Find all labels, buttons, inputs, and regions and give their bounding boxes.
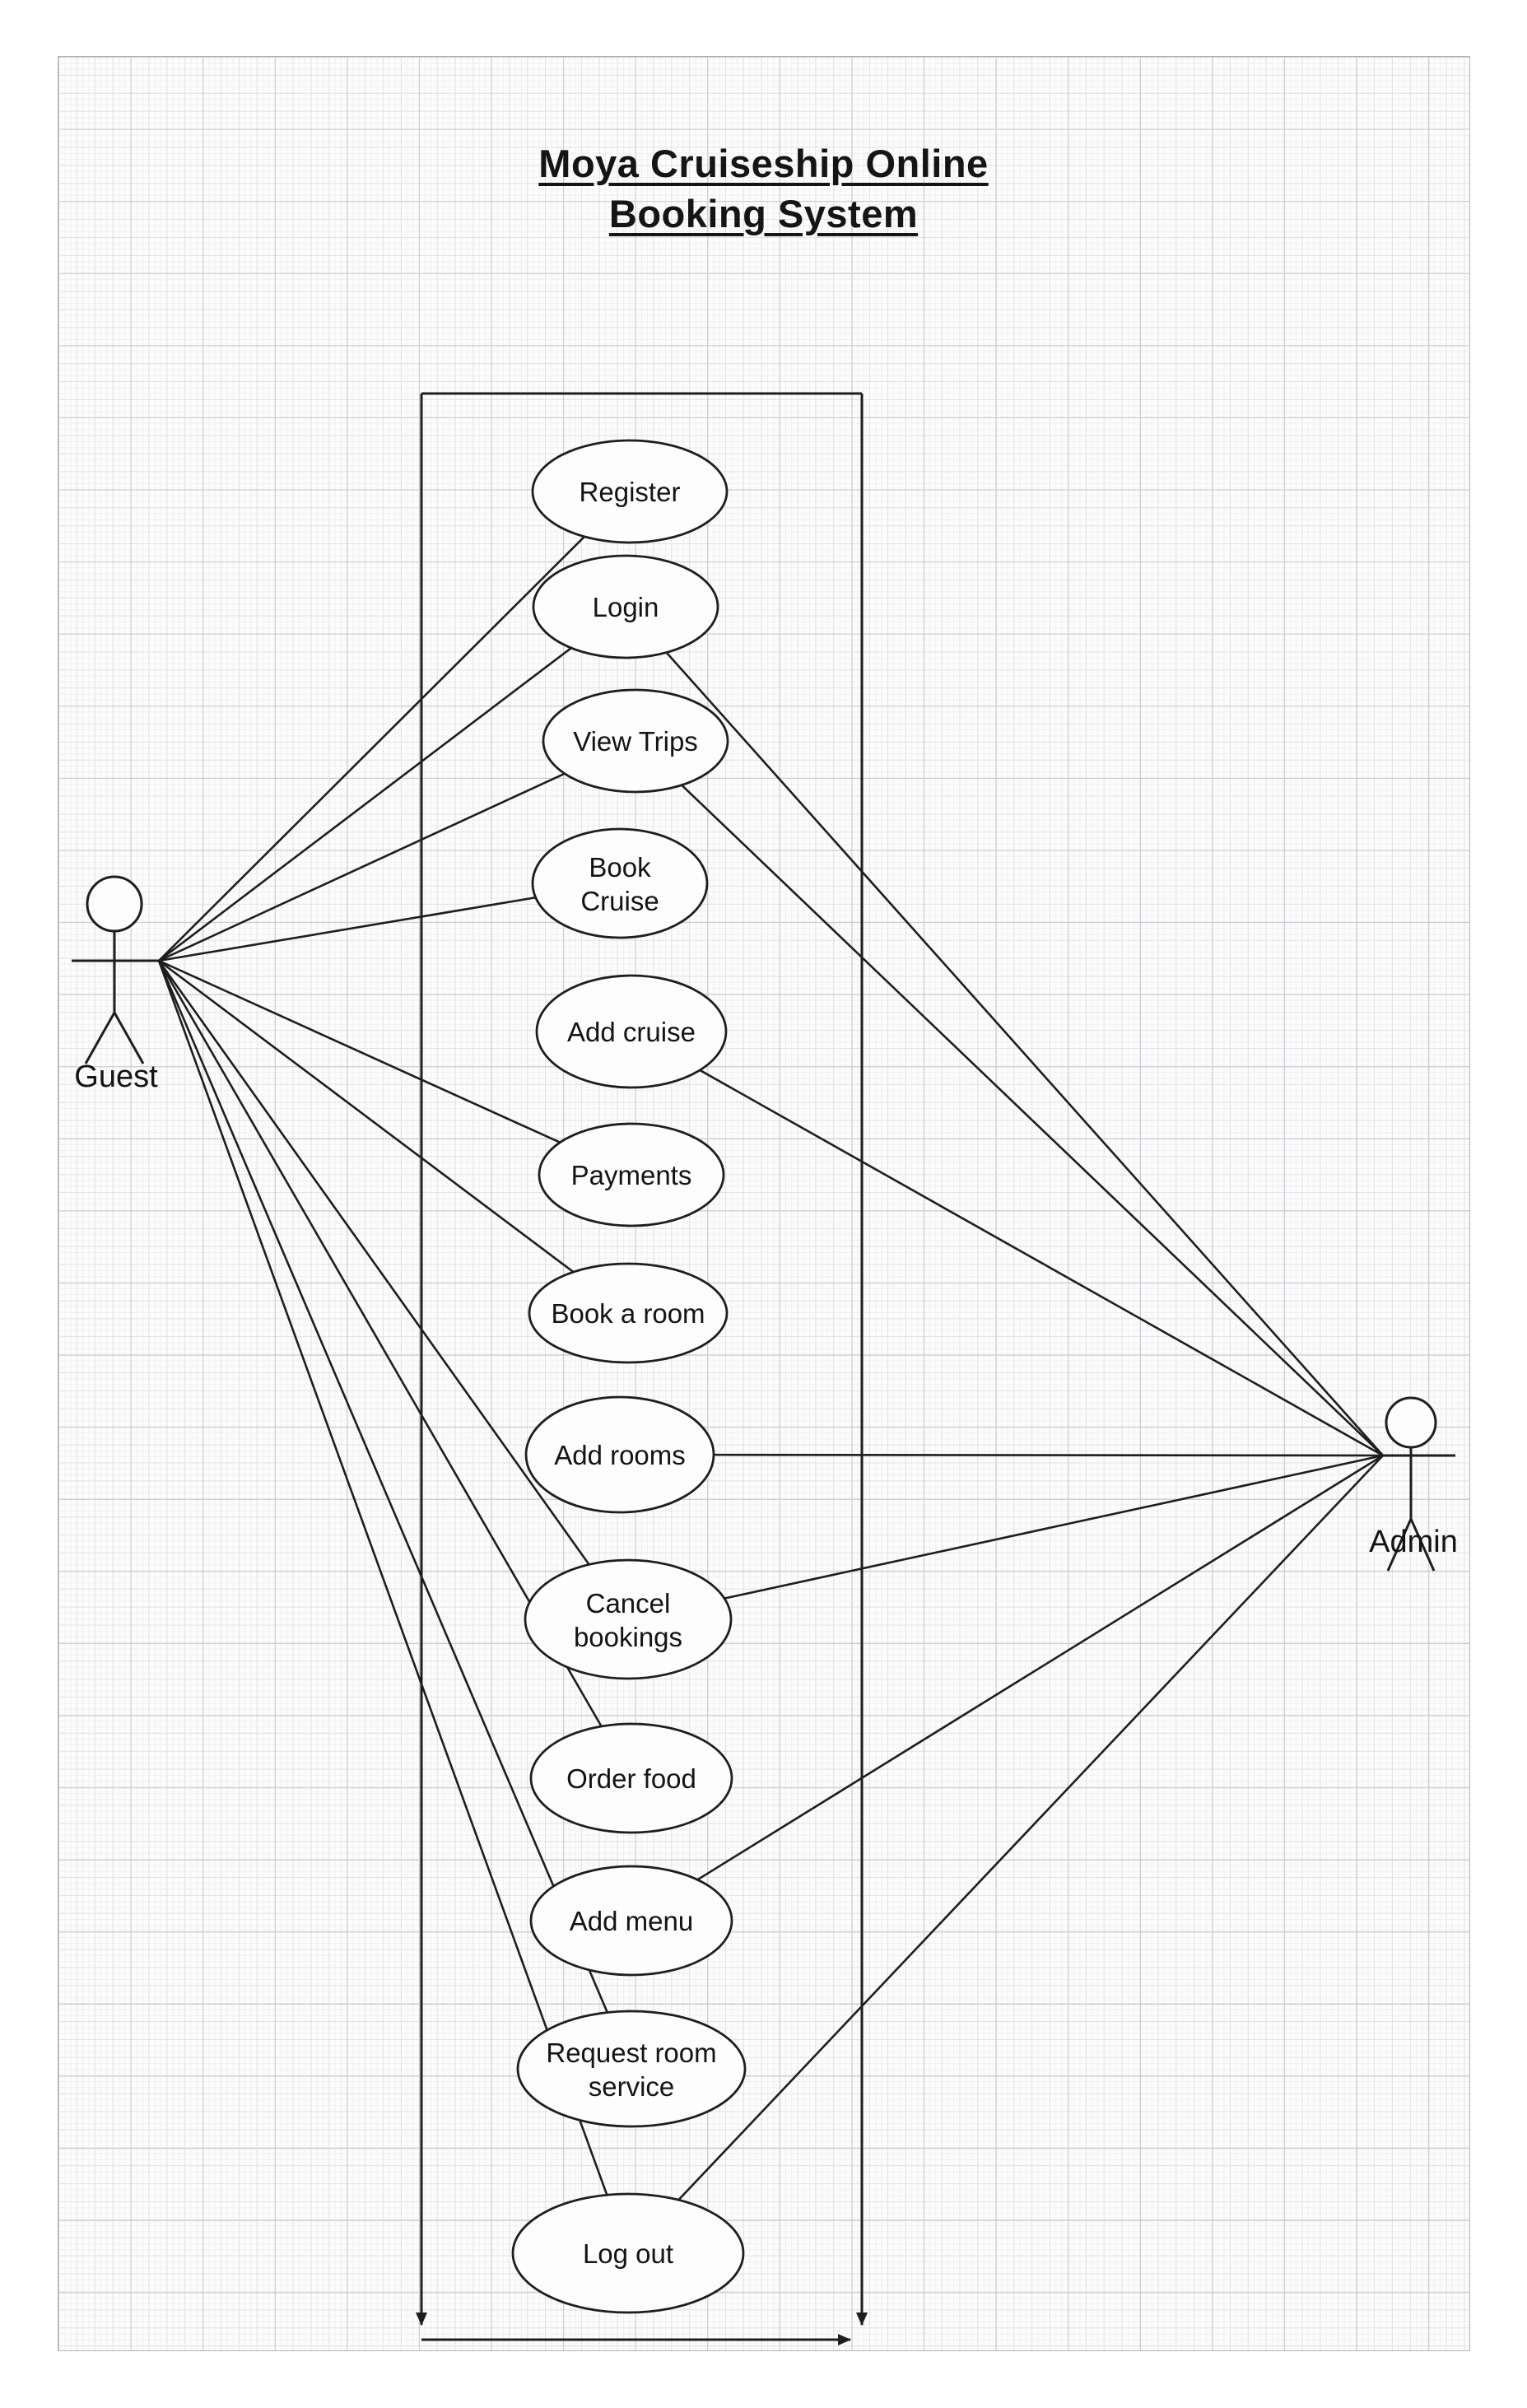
usecase-add-cruise xyxy=(535,974,728,1089)
usecase-label-payments: Payments xyxy=(571,1160,692,1190)
page-title-line-1: Moya Cruiseship Online xyxy=(538,142,989,185)
page-title-line-2: Booking System xyxy=(608,192,919,235)
usecase-add-rooms xyxy=(524,1395,715,1514)
usecase-label-login: Login xyxy=(593,592,659,622)
association-guest-order-food xyxy=(157,960,603,1727)
association-guest-payments xyxy=(158,959,561,1143)
association-guest-log-out xyxy=(157,960,608,2196)
usecase-label-add-cruise: Add cruise xyxy=(567,1017,696,1047)
usecase-request-room-service xyxy=(516,2010,747,2128)
association-guest-register xyxy=(158,535,585,962)
actor-guest-head xyxy=(86,875,143,933)
usecase-payments xyxy=(538,1122,725,1227)
association-admin-add-rooms xyxy=(713,1453,1384,1457)
usecase-label-add-rooms: Add rooms xyxy=(554,1440,686,1470)
usecase-view-trips xyxy=(542,688,729,794)
usecase-label-order-food: Order food xyxy=(566,1763,696,1794)
association-guest-request-room-service xyxy=(157,960,609,2014)
actor-admin xyxy=(1383,1396,1455,1572)
usecase-book-a-room xyxy=(528,1262,729,1364)
actor-guest-right-leg xyxy=(113,1012,145,1064)
usecase-label-log-out: Log out xyxy=(583,2238,673,2269)
association-admin-add-menu xyxy=(696,1454,1384,1881)
usecase-book-cruise xyxy=(531,827,709,939)
usecase-add-menu xyxy=(529,1865,733,1977)
association-guest-login xyxy=(158,647,572,962)
association-admin-log-out xyxy=(677,1455,1384,2201)
association-guest-cancel-bookings xyxy=(157,960,590,1566)
actor-admin-right-leg xyxy=(1409,1518,1436,1572)
association-admin-add-cruise xyxy=(699,1069,1384,1457)
actor-label-admin: Admin xyxy=(1369,1525,1458,1559)
usecase-label-register: Register xyxy=(580,477,681,507)
association-admin-view-trips xyxy=(681,784,1384,1456)
association-admin-cancel-bookings xyxy=(724,1454,1384,1600)
usecase-label-add-menu: Add menu xyxy=(570,1906,693,1936)
usecase-log-out xyxy=(511,2192,745,2314)
usecase-register xyxy=(531,439,729,544)
usecase-order-food xyxy=(529,1722,733,1834)
actor-admin-head xyxy=(1385,1396,1437,1449)
actor-admin-left-leg xyxy=(1386,1518,1413,1572)
usecase-label-book-a-room: Book a room xyxy=(551,1298,705,1329)
page-title: Moya Cruiseship Online Booking System xyxy=(0,138,1527,239)
association-guest-view-trips xyxy=(158,772,566,962)
usecase-label-view-trips: View Trips xyxy=(573,726,698,757)
graph-paper-background xyxy=(58,56,1470,2351)
association-admin-login xyxy=(665,651,1384,1456)
actor-guest xyxy=(72,875,159,1064)
association-guest-book-cruise xyxy=(158,896,536,962)
association-guest-book-a-room xyxy=(158,959,575,1274)
usecase-cancel-bookings xyxy=(524,1558,733,1680)
actor-guest-left-leg xyxy=(84,1012,116,1064)
actor-label-guest: Guest xyxy=(74,1060,158,1094)
usecase-login xyxy=(532,554,719,659)
